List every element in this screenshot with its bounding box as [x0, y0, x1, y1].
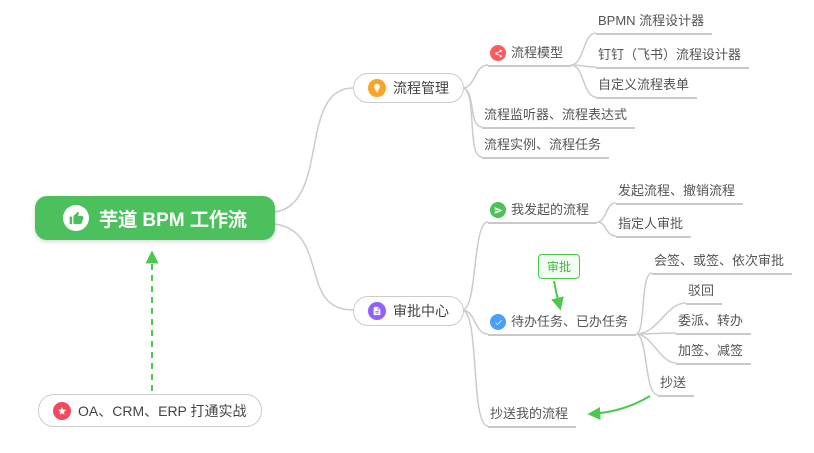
- node-label: 会签、或签、依次审批: [654, 253, 785, 268]
- node-label: 流程实例、流程任务: [484, 137, 602, 152]
- node-cc[interactable]: 抄送: [658, 372, 695, 397]
- node-label: 流程管理: [393, 80, 449, 96]
- node-process-model[interactable]: 流程模型: [488, 42, 572, 67]
- node-todo-done[interactable]: 待办任务、已办任务: [488, 311, 637, 336]
- approval-arrow: [551, 280, 564, 311]
- cc-arrow: [587, 395, 651, 420]
- node-cc-my-process[interactable]: 抄送我的流程: [488, 403, 577, 428]
- node-label: BPMN 流程设计器: [598, 13, 705, 28]
- thumbs-up-icon: [63, 205, 90, 231]
- node-label: 驳回: [688, 283, 715, 298]
- node-instance-task[interactable]: 流程实例、流程任务: [482, 134, 610, 159]
- node-label: 自定义流程表单: [598, 77, 690, 92]
- node-label: 委派、转办: [678, 313, 744, 328]
- node-custom-form[interactable]: 自定义流程表单: [596, 74, 698, 99]
- node-initiate-cancel[interactable]: 发起流程、撤销流程: [616, 180, 744, 205]
- node-reject[interactable]: 驳回: [686, 280, 723, 305]
- document-icon: [368, 302, 386, 320]
- node-process-management[interactable]: 流程管理: [353, 73, 464, 103]
- node-dingtalk-designer[interactable]: 钉钉（飞书）流程设计器: [596, 44, 750, 69]
- node-approval-center[interactable]: 审批中心: [353, 296, 464, 326]
- node-label: 抄送我的流程: [490, 406, 569, 421]
- node-listener-expression[interactable]: 流程监听器、流程表达式: [482, 104, 636, 129]
- node-my-initiated[interactable]: 我发起的流程: [488, 199, 598, 224]
- check-icon: [490, 314, 506, 330]
- lightbulb-icon: [368, 79, 386, 97]
- node-label: 加签、减签: [678, 343, 744, 358]
- node-label: 抄送: [660, 375, 687, 390]
- share-icon: [490, 45, 506, 61]
- node-oa-crm-erp[interactable]: OA、CRM、ERP 打通实战: [38, 394, 262, 427]
- node-label: 指定人审批: [618, 216, 684, 231]
- root-node[interactable]: 芋道 BPM 工作流: [35, 196, 275, 240]
- node-delegate-transfer[interactable]: 委派、转办: [676, 310, 752, 335]
- node-label: 流程监听器、流程表达式: [484, 107, 628, 122]
- approval-badge[interactable]: 审批: [538, 254, 581, 279]
- node-assignee-approval[interactable]: 指定人审批: [616, 213, 692, 238]
- node-add-remove-sign[interactable]: 加签、减签: [676, 340, 752, 365]
- node-label: 审批中心: [393, 303, 449, 319]
- node-countersign[interactable]: 会签、或签、依次审批: [652, 250, 793, 275]
- node-label: OA、CRM、ERP 打通实战: [78, 402, 247, 419]
- node-bpmn-designer[interactable]: BPMN 流程设计器: [596, 10, 713, 35]
- node-label: 待办任务、已办任务: [511, 314, 629, 329]
- node-label: 钉钉（飞书）流程设计器: [598, 47, 742, 62]
- node-label: 我发起的流程: [511, 202, 590, 217]
- root-label: 芋道 BPM 工作流: [99, 209, 247, 231]
- node-label: 流程模型: [511, 45, 564, 60]
- send-icon: [490, 202, 506, 218]
- star-icon: [53, 401, 71, 420]
- node-label: 发起流程、撤销流程: [618, 183, 736, 198]
